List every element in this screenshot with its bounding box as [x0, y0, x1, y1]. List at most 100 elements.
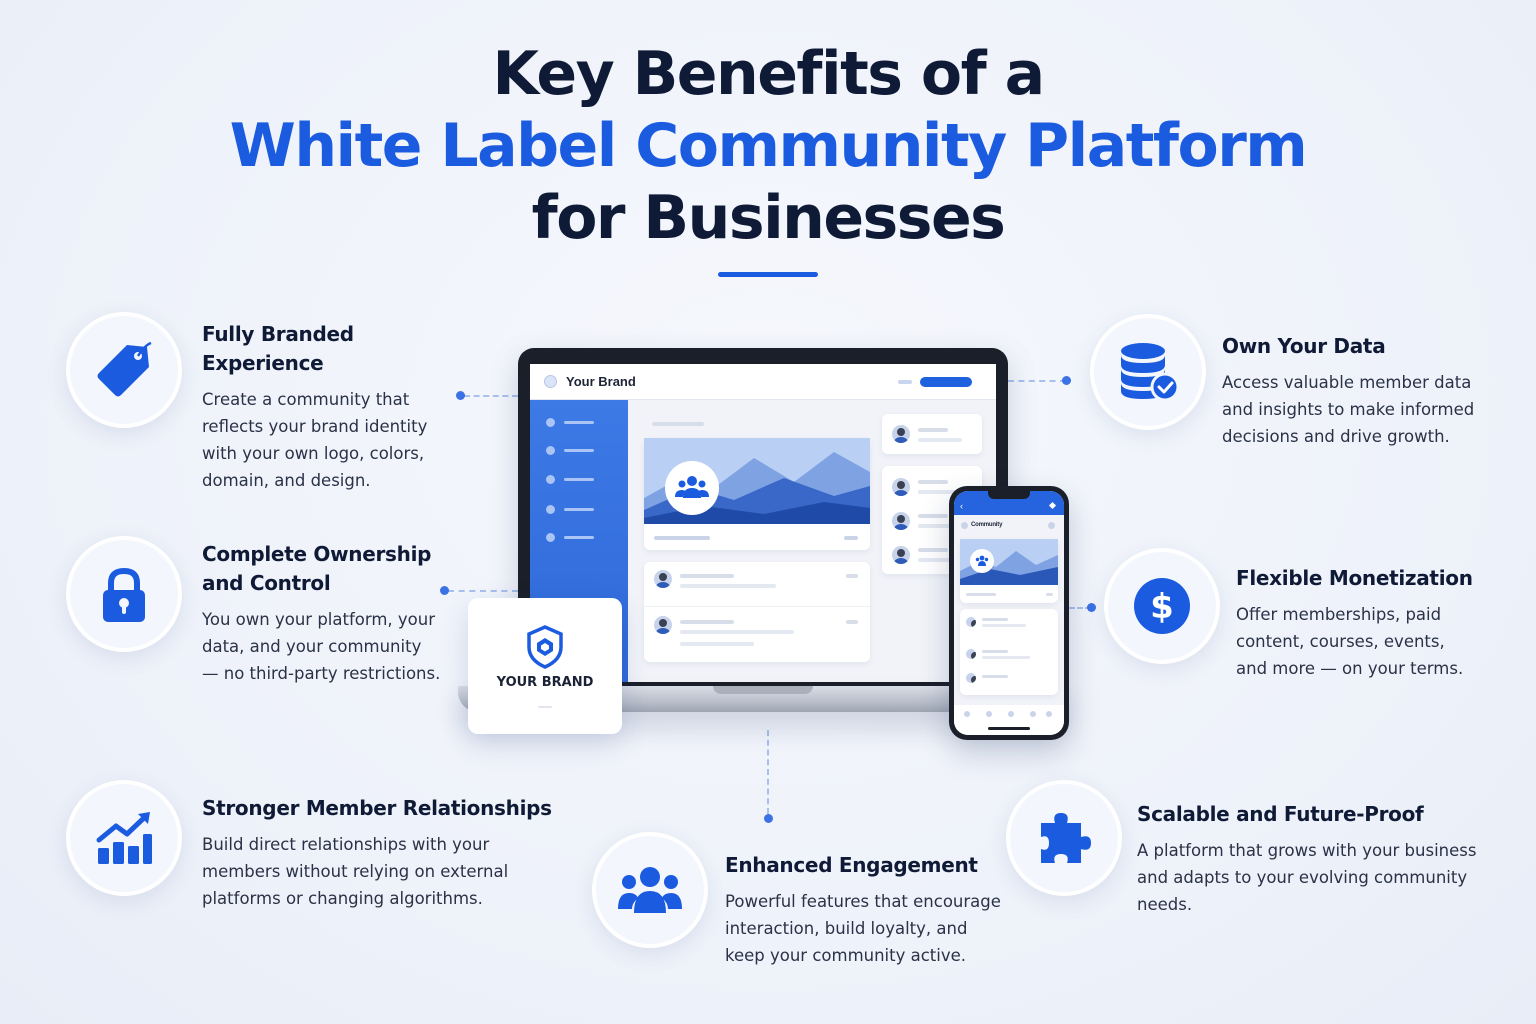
svg-text:$: $: [1150, 587, 1174, 627]
sidebar-item: [546, 475, 606, 485]
branded-icon-circle: [66, 312, 182, 428]
post-card: [644, 562, 870, 662]
benefit-text: You own your platform, your data, and yo…: [202, 610, 441, 683]
phone-hero-card: [960, 539, 1058, 603]
title-underline: [718, 272, 818, 277]
benefit-title: Stronger Member Relationships: [202, 796, 552, 820]
mountain-banner-icon: [960, 539, 1058, 585]
connector-dot: [1062, 376, 1071, 385]
connector-line: [767, 730, 769, 814]
topbar-placeholder: [898, 380, 912, 384]
nav-icon: [1046, 711, 1052, 717]
connector-dot: [456, 391, 465, 400]
avatar: [892, 478, 910, 496]
nav-icon: [1030, 711, 1036, 717]
page-title: Key Benefits of a White Label Community …: [0, 38, 1536, 254]
home-indicator: [988, 727, 1030, 730]
dollar-coin-icon: $: [1134, 578, 1190, 634]
hero-card: [644, 438, 870, 550]
brand-card-label: YOUR BRAND: [496, 675, 594, 690]
laptop-brand-name: Your Brand: [566, 374, 636, 389]
divider: [644, 606, 870, 607]
nav-icon: [964, 711, 970, 717]
people-icon: [618, 867, 682, 913]
phone-bottom-nav: [954, 705, 1064, 735]
placeholder-bar: [918, 524, 962, 528]
growth-chart-icon: [96, 812, 152, 864]
placeholder-bar: [918, 514, 948, 518]
sidebar-item: [546, 446, 606, 456]
diamond-icon: [1048, 501, 1057, 510]
placeholder-dots: [844, 536, 858, 540]
avatar: [966, 617, 976, 627]
benefit-text: Build direct relationships with your mem…: [202, 835, 509, 908]
benefit-text: Create a community that reflects your br…: [202, 390, 428, 490]
benefit-branded: Fully Branded Experience Create a commun…: [202, 320, 462, 494]
phone-title: Community: [971, 522, 1003, 528]
laptop-mockup: Your Brand: [518, 348, 1008, 686]
brand-card: YOUR BRAND: [468, 598, 622, 734]
relationships-icon-circle: [66, 780, 182, 896]
placeholder-bar: [538, 706, 552, 708]
avatar: [966, 649, 976, 659]
benefit-monetization: Flexible Monetization Offer memberships,…: [1236, 564, 1476, 682]
title-line-3: for Businesses: [531, 183, 1006, 253]
avatar: [892, 512, 910, 530]
laptop-topbar: Your Brand: [530, 364, 996, 400]
avatar: [966, 673, 976, 683]
benefit-title: Fully Branded Experience: [202, 322, 354, 375]
placeholder-bar: [918, 438, 962, 442]
placeholder-bar: [918, 480, 948, 484]
phone-logo-icon: [961, 522, 968, 529]
member-card: [882, 414, 982, 454]
connector-line: [1008, 380, 1066, 382]
placeholder-dots: [846, 574, 858, 578]
puzzle-icon: [1041, 813, 1091, 863]
ownership-icon-circle: [66, 536, 182, 652]
benefit-scalable: Scalable and Future-Proof A platform tha…: [1137, 800, 1477, 918]
laptop-notch: [713, 686, 813, 694]
phone-screen: ‹ Community: [954, 491, 1064, 735]
phone-topbar: ‹: [954, 491, 1064, 515]
benefit-title: Own Your Data: [1222, 334, 1386, 358]
title-line-2: White Label Community Platform: [229, 111, 1308, 181]
nav-icon: [1008, 711, 1014, 717]
phone-notch: [988, 491, 1030, 499]
sidebar-item: [546, 533, 606, 543]
benefit-text: Access valuable member data and insights…: [1222, 373, 1475, 446]
placeholder-dots: [846, 620, 858, 624]
placeholder-bar: [680, 620, 734, 624]
back-arrow-icon: ‹: [960, 501, 963, 511]
placeholder-bar: [982, 618, 1008, 621]
connector-dot: [1087, 603, 1096, 612]
connector-line: [464, 395, 518, 397]
data-icon-circle: [1090, 314, 1206, 430]
nav-icon: [986, 711, 992, 717]
lock-icon: [103, 567, 145, 622]
benefit-text: Powerful features that encourage interac…: [725, 892, 1001, 965]
placeholder-bar: [680, 574, 734, 578]
placeholder-bar: [982, 624, 1026, 627]
placeholder-bar: [982, 656, 1030, 659]
sidebar-item: [546, 505, 606, 515]
brand-logo-icon: [544, 375, 557, 388]
benefit-ownership: Complete Ownership and Control You own y…: [202, 540, 442, 687]
connector-line: [448, 590, 518, 592]
avatar: [892, 425, 910, 443]
placeholder-bar: [680, 642, 754, 646]
phone-post-card: [960, 609, 1058, 695]
placeholder-bar: [680, 584, 776, 588]
connector-line: [1069, 607, 1091, 609]
database-check-icon: [1121, 343, 1180, 402]
engagement-icon-circle: [592, 832, 708, 948]
benefit-title: Enhanced Engagement: [725, 853, 978, 877]
benefit-title: Scalable and Future-Proof: [1137, 802, 1424, 826]
benefit-engagement: Enhanced Engagement Powerful features th…: [725, 851, 1010, 969]
benefit-relationships: Stronger Member Relationships Build dire…: [202, 794, 572, 912]
mountain-banner-icon: [644, 438, 870, 524]
connector-dot: [764, 814, 773, 823]
avatar: [654, 570, 672, 588]
placeholder-bar: [966, 593, 996, 596]
placeholder-bar: [918, 490, 962, 494]
placeholder-bar: [982, 675, 1008, 678]
